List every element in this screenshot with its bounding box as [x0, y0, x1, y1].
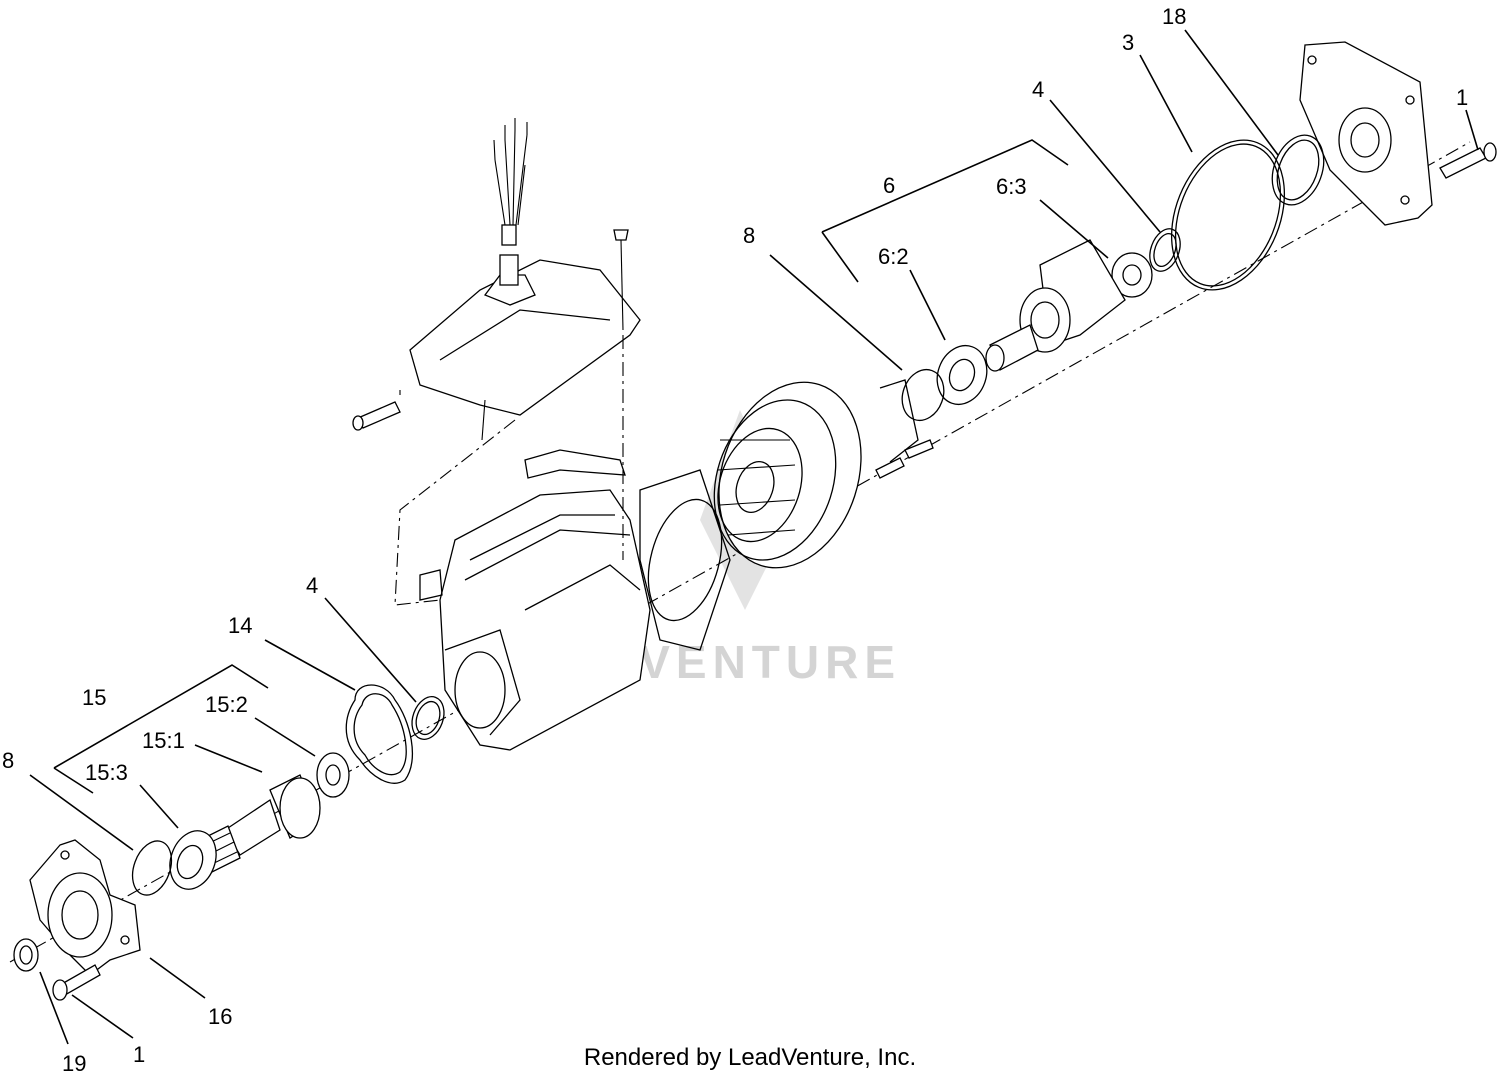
top-cover-wiring: [352, 118, 641, 441]
footer-credit: Rendered by LeadVenture, Inc.: [583, 1044, 917, 1071]
callout-4-top: 4: [1032, 77, 1044, 102]
main-housing: [419, 449, 651, 751]
callout-6-3: 6:3: [996, 174, 1027, 199]
callout-1-bottom: 1: [133, 1042, 145, 1067]
seal-19: [13, 938, 39, 972]
ring-4-mid: [411, 696, 445, 740]
callout-19: 19: [62, 1051, 86, 1076]
callout-4-mid: 4: [306, 573, 318, 598]
callout-15: 15: [82, 685, 106, 710]
callout-18: 18: [1162, 4, 1186, 29]
alignment-line-left: [394, 390, 516, 606]
cover-screw: [613, 229, 629, 241]
callout-3: 3: [1122, 30, 1134, 55]
snap-ring-8-left: [131, 840, 173, 896]
callout-16: 16: [208, 1004, 232, 1029]
callout-6-2: 6:2: [878, 244, 909, 269]
callout-14: 14: [228, 613, 252, 638]
washer: [1111, 252, 1153, 298]
washer-15-2: [316, 752, 350, 798]
o-ring-18: [1271, 134, 1325, 206]
leader-lines: [29, 29, 1479, 1045]
gasket-plate: [639, 469, 731, 651]
callout-6: 6: [883, 173, 895, 198]
retainer-bracket: [879, 379, 919, 463]
callout-15-1: 15:1: [142, 728, 185, 753]
callout-15-3: 15:3: [85, 760, 128, 785]
bearing-6-2: [936, 344, 988, 406]
callout-8-left: 8: [2, 748, 14, 773]
ring-4-top: [1149, 228, 1181, 272]
bearing-15-3: [169, 830, 217, 890]
callout-15-2: 15:2: [205, 692, 248, 717]
small-screw: [875, 457, 905, 479]
gasket-14: [345, 684, 413, 784]
o-ring-3: [1170, 139, 1286, 291]
shaft-assembly-6-3: [985, 239, 1126, 372]
stator-assembly: [713, 381, 862, 569]
front-cover-16: [29, 839, 141, 976]
end-cover-right: [1299, 41, 1433, 226]
cover-bolt: [357, 401, 401, 429]
callout-8-top: 8: [743, 223, 755, 248]
shaft-15-1: [199, 774, 321, 873]
terminal-bracket: [524, 449, 626, 479]
bolt-top-right: [1439, 142, 1497, 179]
callout-1-top: 1: [1456, 85, 1468, 110]
